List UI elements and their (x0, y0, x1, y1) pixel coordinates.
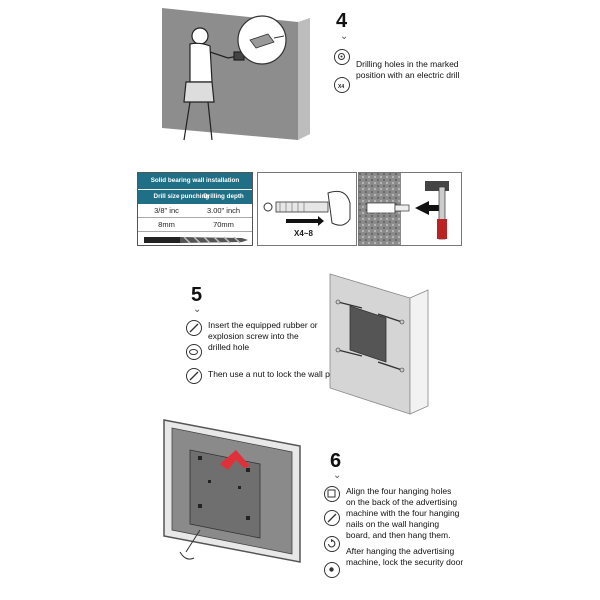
drill-count-label: X4 (338, 84, 345, 90)
screwdriver-icon (186, 320, 202, 336)
hammer-panel (358, 172, 462, 246)
step4-illustration (150, 0, 330, 158)
screwdriver-icon (324, 510, 340, 526)
table-cell: 3.00" inch (206, 206, 241, 215)
table-row: 8mm 70mm (138, 218, 252, 232)
screwdriver-icon (186, 368, 202, 384)
anchor-insert-panel: X4~8 (257, 172, 357, 246)
step4-number: 4 (336, 10, 348, 32)
wall-panel-illustration (320, 268, 450, 418)
rotate-icon (324, 536, 340, 552)
step5-number: 5 (191, 284, 203, 306)
chevron-down-icon: ⌄ (333, 470, 342, 481)
machine-icon (324, 486, 340, 502)
red-arrow-icon (220, 450, 250, 470)
anchor-count-label: X4~8 (294, 229, 313, 238)
step5-instruction: Insert the equipped rubber or explosion … (208, 320, 318, 352)
lock-icon (324, 562, 340, 578)
step4-instruction: Drilling holes in the marked position wi… (356, 59, 460, 80)
drill-spec-table: Solid bearing wall installation punching… (137, 172, 253, 246)
step5-lock-instruction: Then use a nut to lock the wall panel (208, 369, 346, 379)
drill-bit-image (138, 232, 252, 248)
table-header-drill-size: Drill size (153, 193, 180, 200)
table-cell: 3/8" inc (154, 206, 179, 215)
drill-count-icon: X4 (334, 77, 350, 93)
step6-lock-instruction: After hanging the advertising machine, l… (346, 546, 464, 567)
target-icon (334, 49, 350, 65)
step6-number: 6 (330, 450, 342, 472)
tape-icon (186, 344, 202, 360)
table-row: 3/8" inc 3.00" inch (138, 204, 252, 218)
table-header-drill-depth: Drilling depth (203, 193, 244, 200)
hanging-machine-illustration (150, 412, 320, 580)
table-header-row: Drill size Drilling depth (138, 189, 252, 204)
chevron-down-icon: ⌄ (193, 304, 202, 315)
table-cell: 70mm (213, 220, 234, 229)
chevron-down-icon: ⌄ (340, 31, 349, 42)
table-title: Solid bearing wall installation punching (138, 173, 252, 200)
table-cell: 8mm (158, 220, 175, 229)
step6-align-instruction: Align the four hanging holes on the back… (346, 486, 460, 540)
